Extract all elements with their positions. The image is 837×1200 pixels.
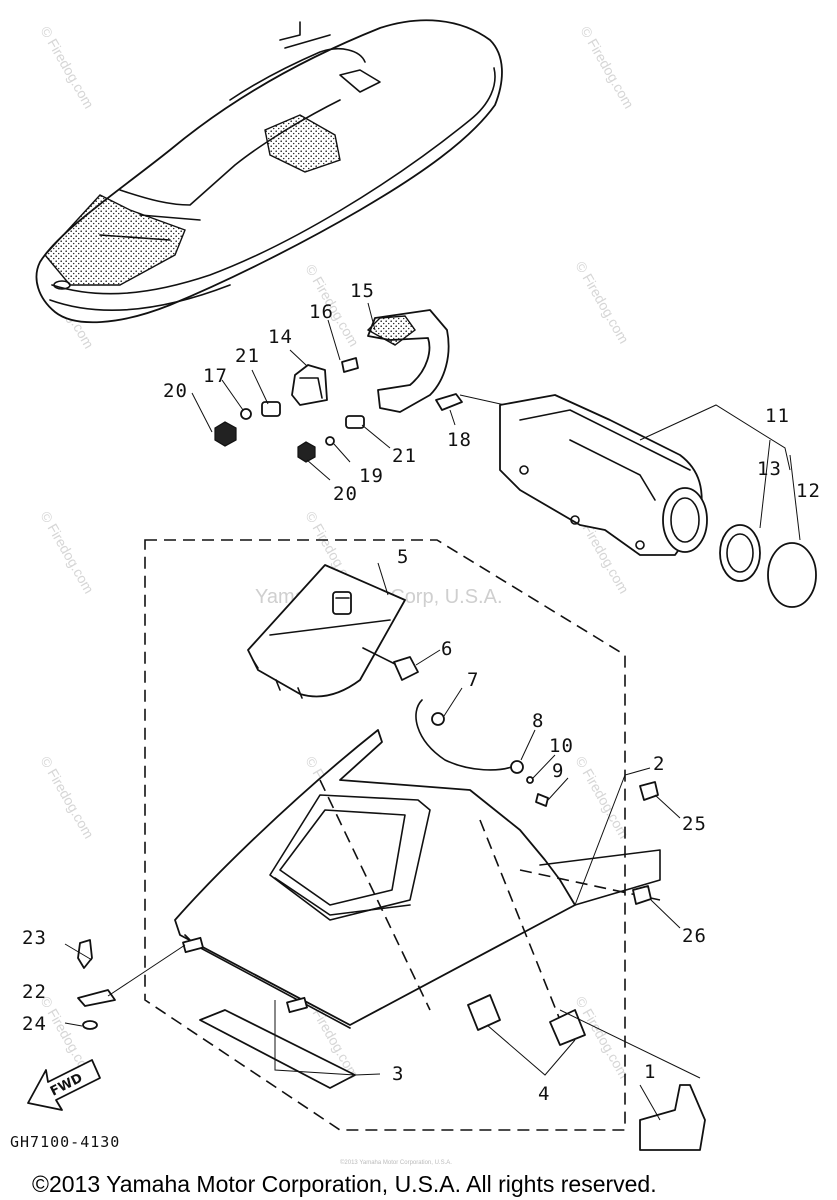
assembly-outline	[144, 539, 626, 1131]
watercraft-overview	[35, 19, 503, 324]
footer-copyright: ©2013 Yamaha Motor Corporation, U.S.A. A…	[32, 1171, 657, 1197]
callout-23: 23	[22, 927, 47, 949]
callout-26: 26	[682, 925, 707, 947]
callout-labels: 1 2 3 4 5 6 7 8 9 10 11 12 13 14 15 16 1…	[22, 280, 821, 1105]
callout-20: 20	[163, 380, 188, 402]
callout-10: 10	[549, 735, 574, 757]
callout-20: 20	[333, 483, 358, 505]
callout-21: 21	[392, 445, 417, 467]
leader-lines	[64, 302, 701, 1121]
callout-8: 8	[532, 710, 544, 732]
callout-11: 11	[765, 405, 790, 427]
callout-7: 7	[467, 669, 479, 691]
callout-13: 13	[757, 458, 782, 480]
tiny-copyright: ©2013 Yamaha Motor Corporation, U.S.A.	[340, 1159, 452, 1166]
callout-15: 15	[350, 280, 375, 302]
callout-17: 17	[203, 365, 228, 387]
callout-3: 3	[392, 1063, 404, 1085]
callout-18: 18	[447, 429, 472, 451]
bracket-assembly	[214, 309, 506, 463]
callout-6: 6	[441, 638, 453, 660]
hood-assembly	[247, 564, 549, 807]
callout-22: 22	[22, 981, 47, 1003]
callout-4: 4	[538, 1083, 550, 1105]
callout-25: 25	[682, 813, 707, 835]
bracket-part-1	[639, 1084, 706, 1151]
rivet-hardware	[77, 781, 659, 1030]
watermark-side: © Firedog.com	[572, 754, 632, 842]
callout-14: 14	[268, 326, 293, 348]
watermark-side: © Firedog.com	[37, 754, 97, 842]
callout-12: 12	[796, 480, 821, 502]
watermark-side: © Firedog.com	[37, 509, 97, 597]
watermark-side: © Firedog.com	[37, 24, 97, 112]
callout-1: 1	[644, 1061, 656, 1083]
watermark-side: © Firedog.com	[572, 259, 632, 347]
callout-19: 19	[359, 465, 384, 487]
main-cover	[174, 729, 661, 1029]
callout-21: 21	[235, 345, 260, 367]
pads	[467, 994, 586, 1046]
watermark-side: © Firedog.com	[577, 24, 637, 112]
callout-2: 2	[653, 753, 665, 775]
storage-tube-assembly	[499, 394, 817, 608]
callout-16: 16	[309, 301, 334, 323]
callout-24: 24	[22, 1013, 47, 1035]
drawing-code: GH7100-4130	[10, 1133, 120, 1151]
callout-5: 5	[397, 546, 409, 568]
fwd-arrow: FWD	[27, 1059, 101, 1111]
callout-9: 9	[552, 760, 564, 782]
